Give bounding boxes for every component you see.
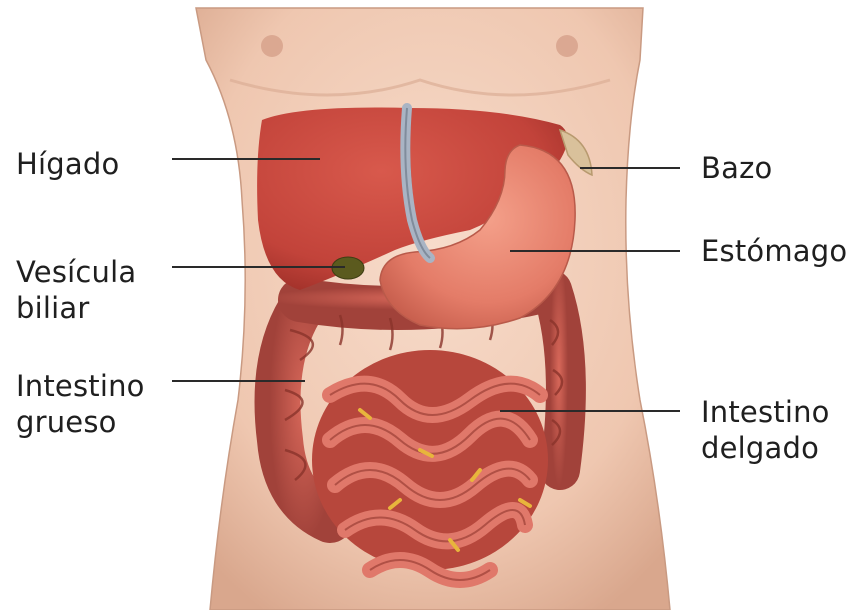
- left-nipple: [261, 35, 283, 57]
- label-bazo: Bazo: [701, 150, 772, 186]
- label-estomago: Estómago: [701, 233, 847, 269]
- label-intestino-delgado: Intestino delgado: [701, 394, 830, 466]
- label-vesicula-biliar: Vesícula biliar: [16, 254, 136, 326]
- label-intestino-grueso: Intestino grueso: [16, 368, 145, 440]
- label-higado: Hígado: [16, 146, 119, 182]
- right-nipple: [556, 35, 578, 57]
